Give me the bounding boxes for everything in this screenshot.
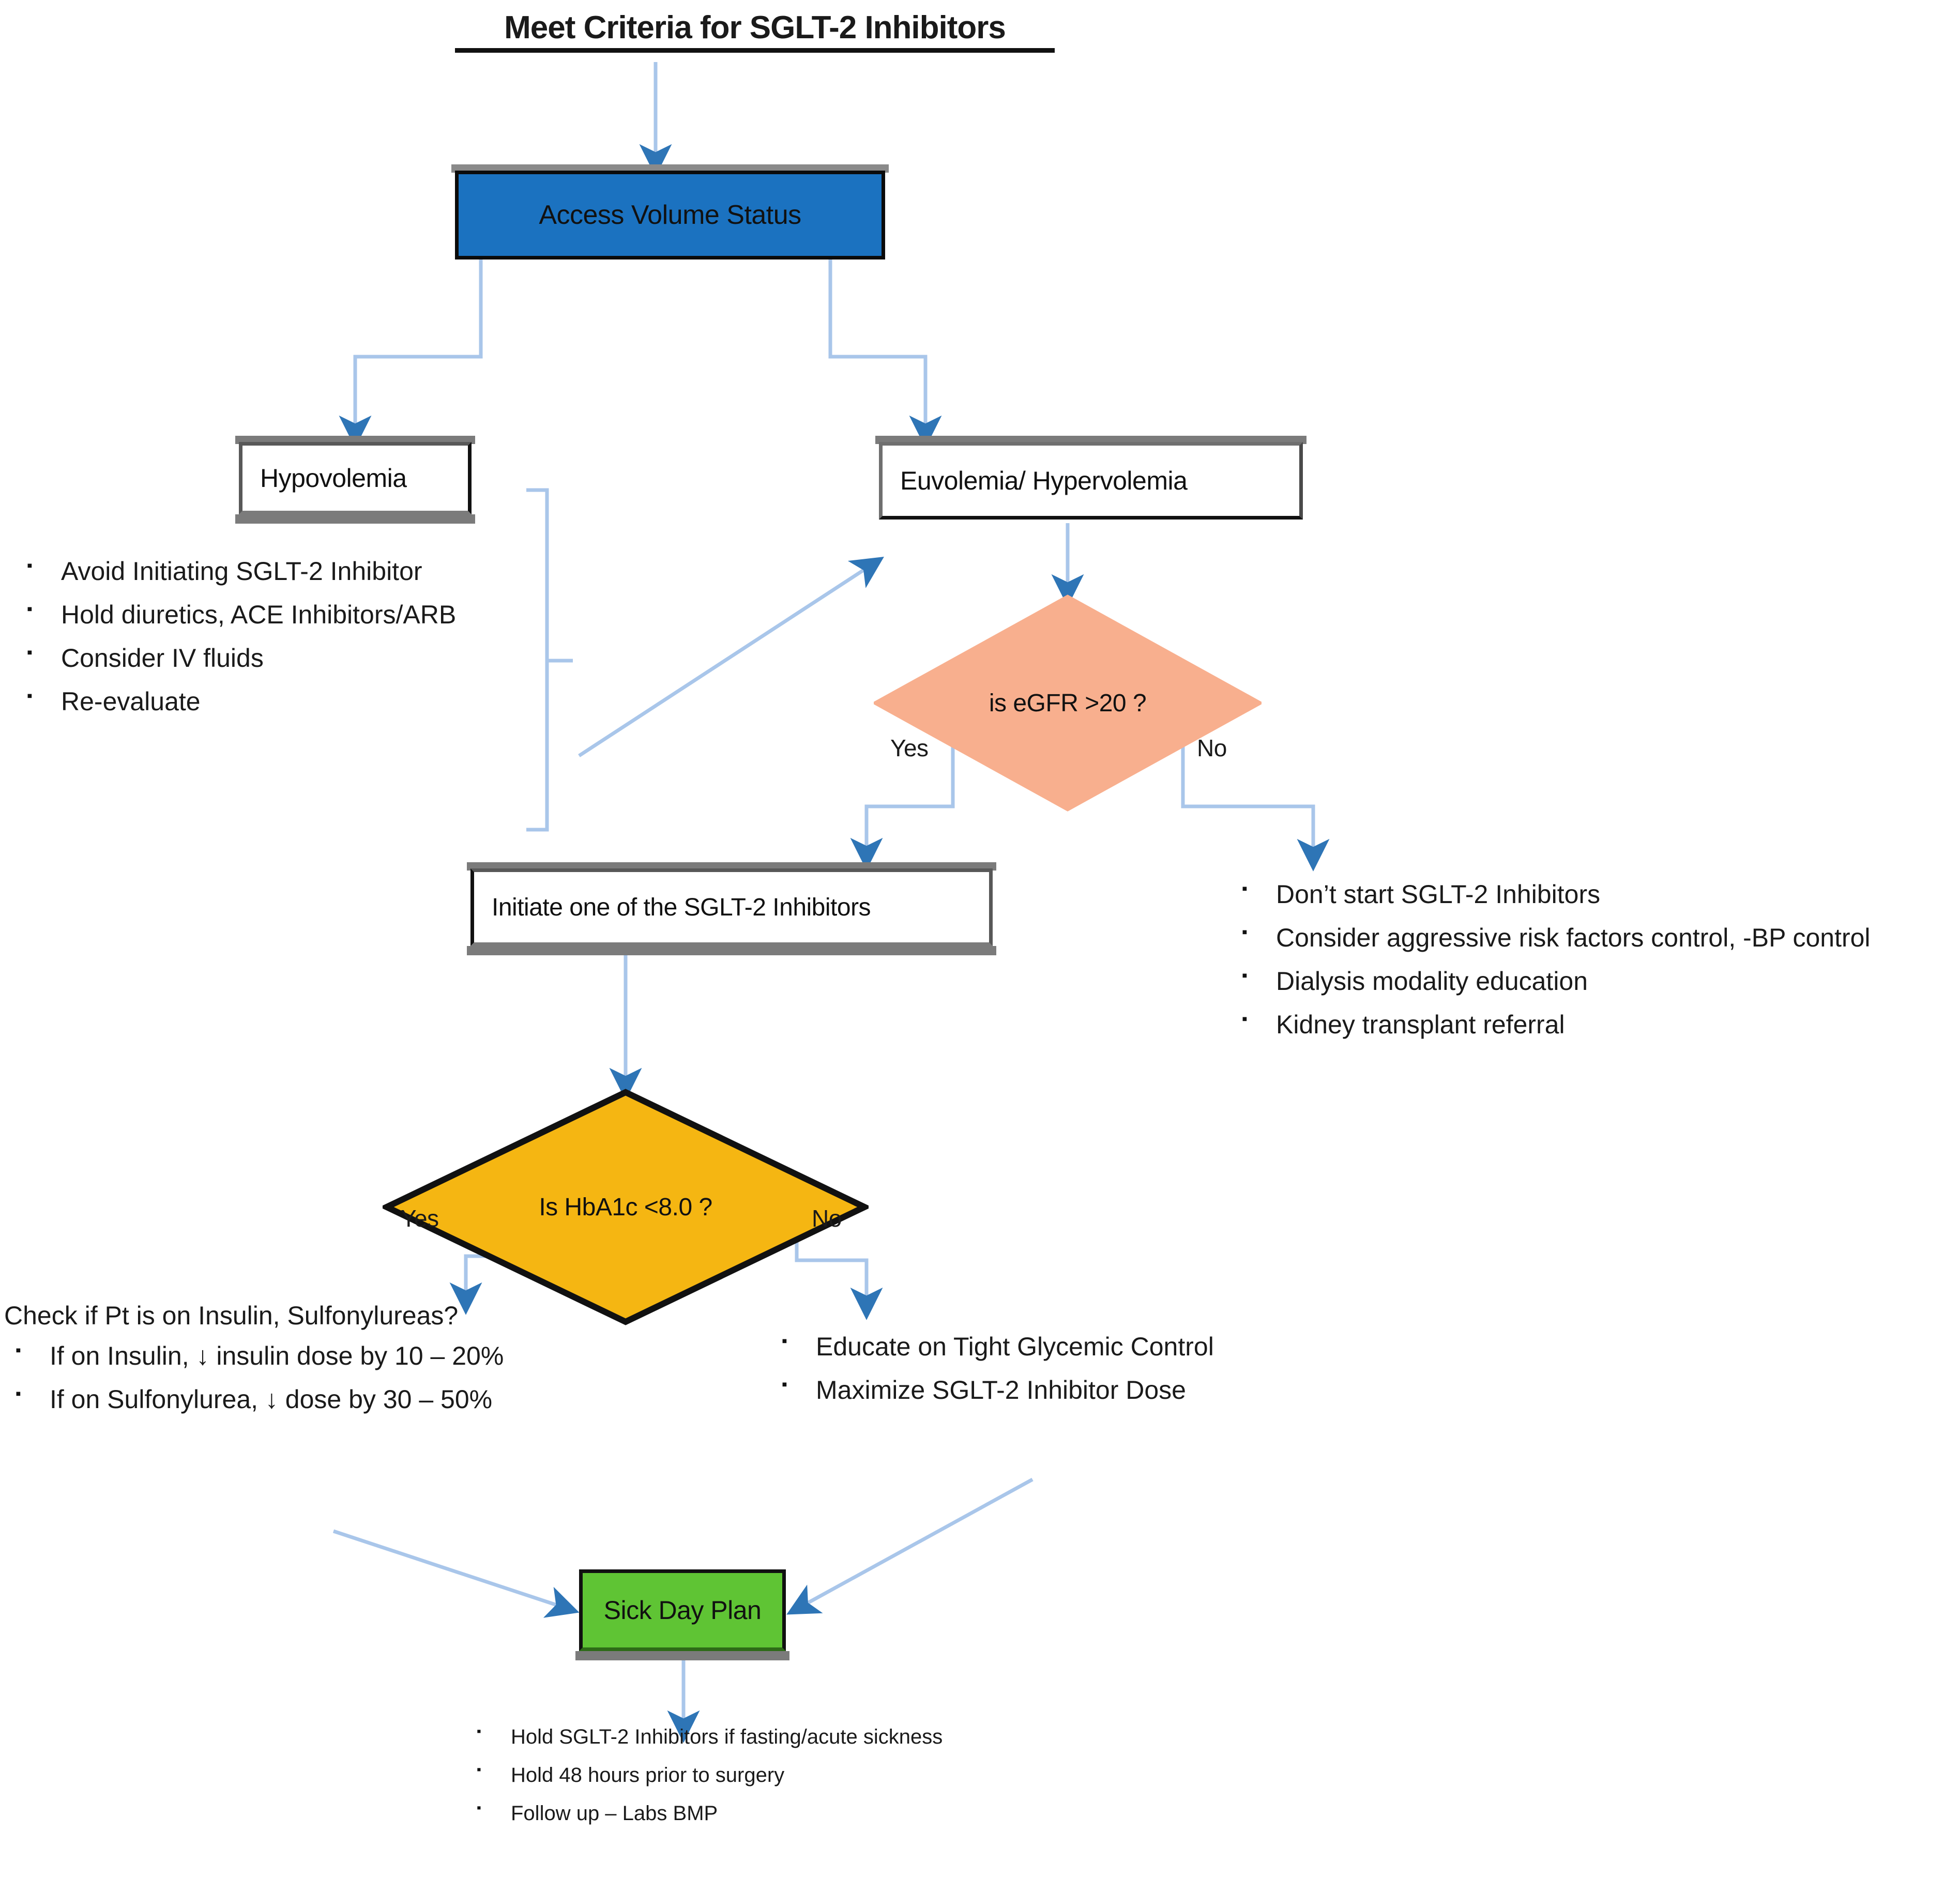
list-item: Consider aggressive risk factors control… bbox=[1230, 924, 1871, 951]
diamond-label: Is HbA1c <8.0 ? bbox=[539, 1193, 712, 1221]
list-item: Dialysis modality education bbox=[1230, 967, 1871, 994]
node-egfr-decision[interactable]: is eGFR >20 ? bbox=[871, 594, 1264, 812]
hypovolemia-actions-list: Avoid Initiating SGLT-2 Inhibitor Hold d… bbox=[16, 557, 456, 732]
bracket-connector bbox=[526, 488, 573, 832]
list-item: Follow up – Labs BMP bbox=[465, 1802, 943, 1824]
node-label: Initiate one of the SGLT-2 Inhibitors bbox=[492, 893, 871, 921]
hba1c-yes-actions-block: Check if Pt is on Insulin, Sulfonylureas… bbox=[4, 1303, 504, 1430]
list-item: Educate on Tight Glycemic Control bbox=[770, 1333, 1214, 1360]
diamond-shape-hba1c bbox=[379, 1089, 872, 1325]
list-item: Hold 48 hours prior to surgery bbox=[465, 1764, 943, 1785]
list-item: Re-evaluate bbox=[16, 688, 456, 714]
list-item: If on Sulfonylurea, ↓ dose by 30 – 50% bbox=[4, 1385, 504, 1412]
edge-label-egfr-no: No bbox=[1197, 735, 1227, 761]
initiate-box-shadow-bottom bbox=[467, 946, 996, 955]
node-hypovolemia[interactable]: Hypovolemia bbox=[239, 442, 472, 514]
node-access-volume-status[interactable]: Access Volume Status bbox=[455, 171, 885, 259]
node-euvolemia-hypervolemia[interactable]: Euvolemia/ Hypervolemia bbox=[879, 442, 1303, 520]
diamond-label: is eGFR >20 ? bbox=[989, 689, 1147, 717]
page-title: Meet Criteria for SGLT-2 Inhibitors bbox=[455, 9, 1055, 53]
egfr-no-actions-list: Don’t start SGLT-2 Inhibitors Consider a… bbox=[1230, 880, 1871, 1055]
hypovolemia-box-shadow-bottom bbox=[235, 514, 475, 524]
hba1c-yes-heading: Check if Pt is on Insulin, Sulfonylureas… bbox=[4, 1301, 459, 1330]
sick-day-actions-list: Hold SGLT-2 Inhibitors if fasting/acute … bbox=[465, 1726, 943, 1841]
list-item: Don’t start SGLT-2 Inhibitors bbox=[1230, 880, 1871, 907]
edge-label-hba1c-no: No bbox=[812, 1205, 842, 1232]
list-item: If on Insulin, ↓ insulin dose by 10 – 20… bbox=[4, 1342, 504, 1369]
list-item: Hold SGLT-2 Inhibitors if fasting/acute … bbox=[465, 1726, 943, 1747]
node-label: Hypovolemia bbox=[260, 464, 407, 493]
edge-label-egfr-yes: Yes bbox=[890, 735, 929, 761]
edge-label-hba1c-yes: Yes bbox=[401, 1205, 439, 1232]
node-label: Sick Day Plan bbox=[603, 1596, 762, 1625]
list-item: Maximize SGLT-2 Inhibitor Dose bbox=[770, 1376, 1214, 1403]
diamond-shape-egfr bbox=[871, 594, 1264, 812]
node-label: Access Volume Status bbox=[539, 200, 801, 230]
list-item: Kidney transplant referral bbox=[1230, 1011, 1871, 1037]
node-initiate-sglt2-inhibitors[interactable]: Initiate one of the SGLT-2 Inhibitors bbox=[470, 868, 993, 946]
list-item: Hold diuretics, ACE Inhibitors/ARB bbox=[16, 601, 456, 628]
sick-day-plan-box-shadow bbox=[575, 1651, 789, 1660]
node-label: Euvolemia/ Hypervolemia bbox=[900, 466, 1188, 495]
node-sick-day-plan[interactable]: Sick Day Plan bbox=[579, 1569, 786, 1651]
list-item: Consider IV fluids bbox=[16, 644, 456, 671]
hba1c-no-actions-list: Educate on Tight Glycemic Control Maximi… bbox=[770, 1333, 1214, 1421]
node-hba1c-decision[interactable]: Is HbA1c <8.0 ? bbox=[379, 1088, 872, 1326]
list-item: Avoid Initiating SGLT-2 Inhibitor bbox=[16, 557, 456, 584]
